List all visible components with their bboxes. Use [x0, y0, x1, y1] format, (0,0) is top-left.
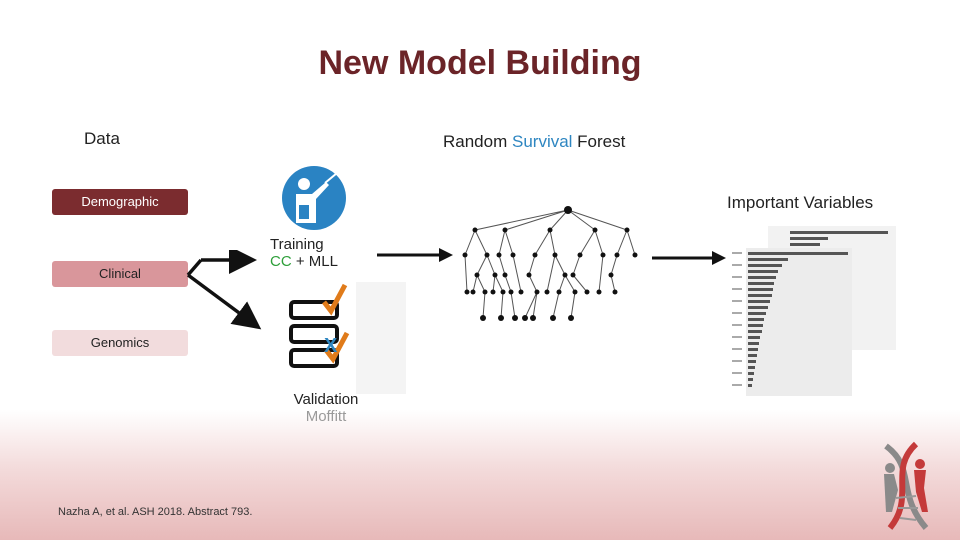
- svg-text:X: X: [324, 335, 338, 357]
- page-title: New Model Building: [318, 44, 642, 82]
- rsf-prefix: Random: [443, 132, 512, 151]
- clinical-box: Clinical: [52, 261, 188, 287]
- variable-importance-chart: [732, 226, 896, 396]
- important-variables-label: Important Variables: [727, 193, 874, 212]
- citation: Nazha A, et al. ASH 2018. Abstract 793.: [58, 506, 253, 518]
- validation-site: Moffitt: [305, 408, 347, 425]
- decision-tree: [462, 206, 638, 321]
- training-mll: MLL: [308, 253, 338, 270]
- validation-label: Validation Moffitt: [280, 391, 372, 425]
- checklist-icon: X: [289, 282, 406, 394]
- rsf-suffix: Forest: [572, 132, 626, 151]
- rsf-label: Random Survival Forest: [443, 132, 625, 152]
- training-title: Training: [270, 236, 324, 253]
- rsf-highlight: Survival: [511, 132, 573, 151]
- split-arrows: [186, 250, 262, 330]
- training-cc: CC: [270, 253, 292, 270]
- training-label: Training CC + MLL: [270, 236, 360, 270]
- arrow-to-forest: [377, 248, 453, 262]
- dna-logo-icon: [884, 441, 929, 530]
- data-label: Data: [84, 129, 120, 148]
- training-plus: +: [291, 253, 309, 270]
- arrow-to-variables: [652, 251, 726, 265]
- presenter-icon: [282, 166, 346, 230]
- genomics-box: Genomics: [52, 330, 188, 356]
- demographic-box: Demographic: [52, 189, 188, 215]
- validation-title: Validation: [293, 391, 359, 408]
- training-sources: CC + MLL: [270, 253, 360, 270]
